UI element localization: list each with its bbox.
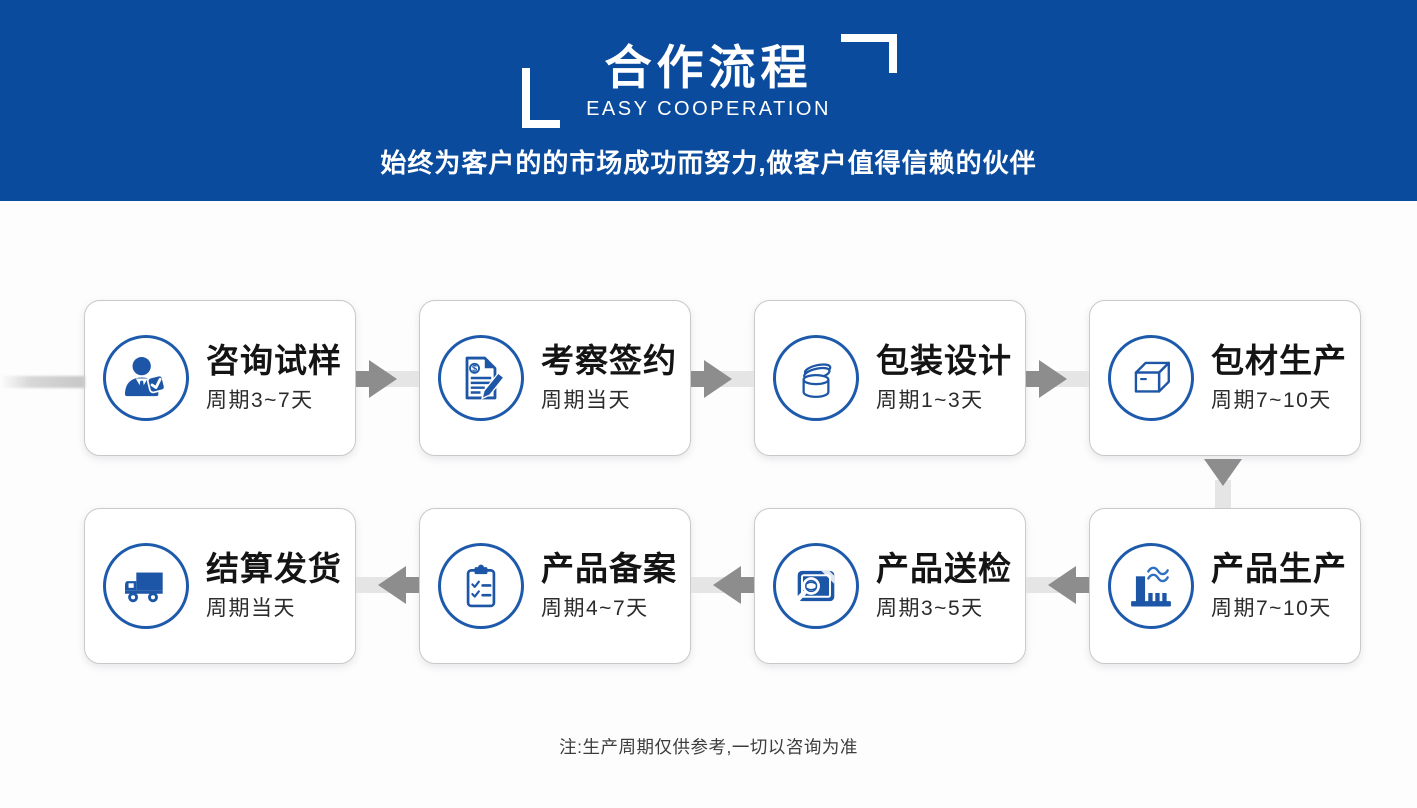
clipboard-checklist-icon <box>438 543 524 629</box>
header-banner: 合作流程 EASY COOPERATION 始终为客户的的市场成功而努力,做客户… <box>0 0 1417 201</box>
production-cycle-note: 注:生产周期仅供参考,一切以咨询为准 <box>559 737 858 757</box>
step-card-product-filing: 产品备案 周期4~7天 <box>419 508 691 664</box>
step-text: 产品送检 周期3~5天 <box>876 550 1012 622</box>
step-card-consult-sample: 咨询试样 周期3~7天 <box>84 300 356 456</box>
step-text: 考察签约 周期当天 <box>541 342 677 414</box>
header-tagline: 始终为客户的的市场成功而努力,做客户值得信赖的伙伴 <box>380 148 1037 178</box>
step-period: 周期4~7天 <box>541 596 649 620</box>
header-title-area: 合作流程 EASY COOPERATION <box>0 0 1417 128</box>
step-card-inspect-sign: $ 考察签约 周期当天 <box>419 300 691 456</box>
svg-text:$: $ <box>472 364 477 374</box>
document-pen-icon: $ <box>438 335 524 421</box>
step-title: 结算发货 <box>206 550 342 588</box>
step-period: 周期7~10天 <box>1211 388 1332 412</box>
step-period: 周期3~7天 <box>206 388 314 412</box>
step-text: 咨询试样 周期3~7天 <box>206 342 342 414</box>
arrow-right-icon <box>691 353 754 405</box>
step-text: 包材生产 周期7~10天 <box>1211 342 1347 414</box>
step-card-package-design: 包装设计 周期1~3天 <box>754 300 1026 456</box>
corner-bracket-left-icon <box>522 68 561 128</box>
arrow-left-icon <box>1026 559 1089 611</box>
arrow-left-icon <box>691 559 754 611</box>
step-text: 产品生产 周期7~10天 <box>1211 550 1347 622</box>
step-card-settle-ship: 结算发货 周期当天 <box>84 508 356 664</box>
package-box-icon <box>1108 335 1194 421</box>
step-title: 产品生产 <box>1211 550 1347 588</box>
step-title: 产品送检 <box>876 550 1012 588</box>
step-title: 包装设计 <box>876 342 1012 380</box>
step-card-material-production: 包材生产 周期7~10天 <box>1089 300 1361 456</box>
step-period: 周期3~5天 <box>876 596 984 620</box>
delivery-truck-icon <box>103 543 189 629</box>
step-title: 包材生产 <box>1211 342 1347 380</box>
arrow-right-icon <box>356 353 419 405</box>
arrow-right-icon <box>1026 353 1089 405</box>
cosmetic-jar-icon <box>773 335 859 421</box>
page-title: 合作流程 <box>604 41 813 94</box>
step-title: 考察签约 <box>541 342 677 380</box>
step-card-product-production: 产品生产 周期7~10天 <box>1089 508 1361 664</box>
step-card-product-inspection: 产品送检 周期3~5天 <box>754 508 1026 664</box>
flow-entry-line <box>0 376 85 388</box>
step-title: 咨询试样 <box>206 342 342 380</box>
step-period: 周期当天 <box>541 388 631 412</box>
arrow-down-icon <box>1197 458 1249 508</box>
step-text: 包装设计 周期1~3天 <box>876 342 1012 414</box>
page-subtitle: EASY COOPERATION <box>586 97 831 120</box>
arrow-left-icon <box>356 559 419 611</box>
step-period: 周期7~10天 <box>1211 596 1332 620</box>
step-text: 产品备案 周期4~7天 <box>541 550 677 622</box>
step-text: 结算发货 周期当天 <box>206 550 342 622</box>
person-check-icon <box>103 335 189 421</box>
step-period: 周期当天 <box>206 596 296 620</box>
step-title: 产品备案 <box>541 550 677 588</box>
factory-icon <box>1108 543 1194 629</box>
corner-bracket-right-icon <box>840 34 897 73</box>
header-title-group: 合作流程 EASY COOPERATION <box>522 34 897 128</box>
step-period: 周期1~3天 <box>876 388 984 412</box>
magnifier-inspection-icon <box>773 543 859 629</box>
